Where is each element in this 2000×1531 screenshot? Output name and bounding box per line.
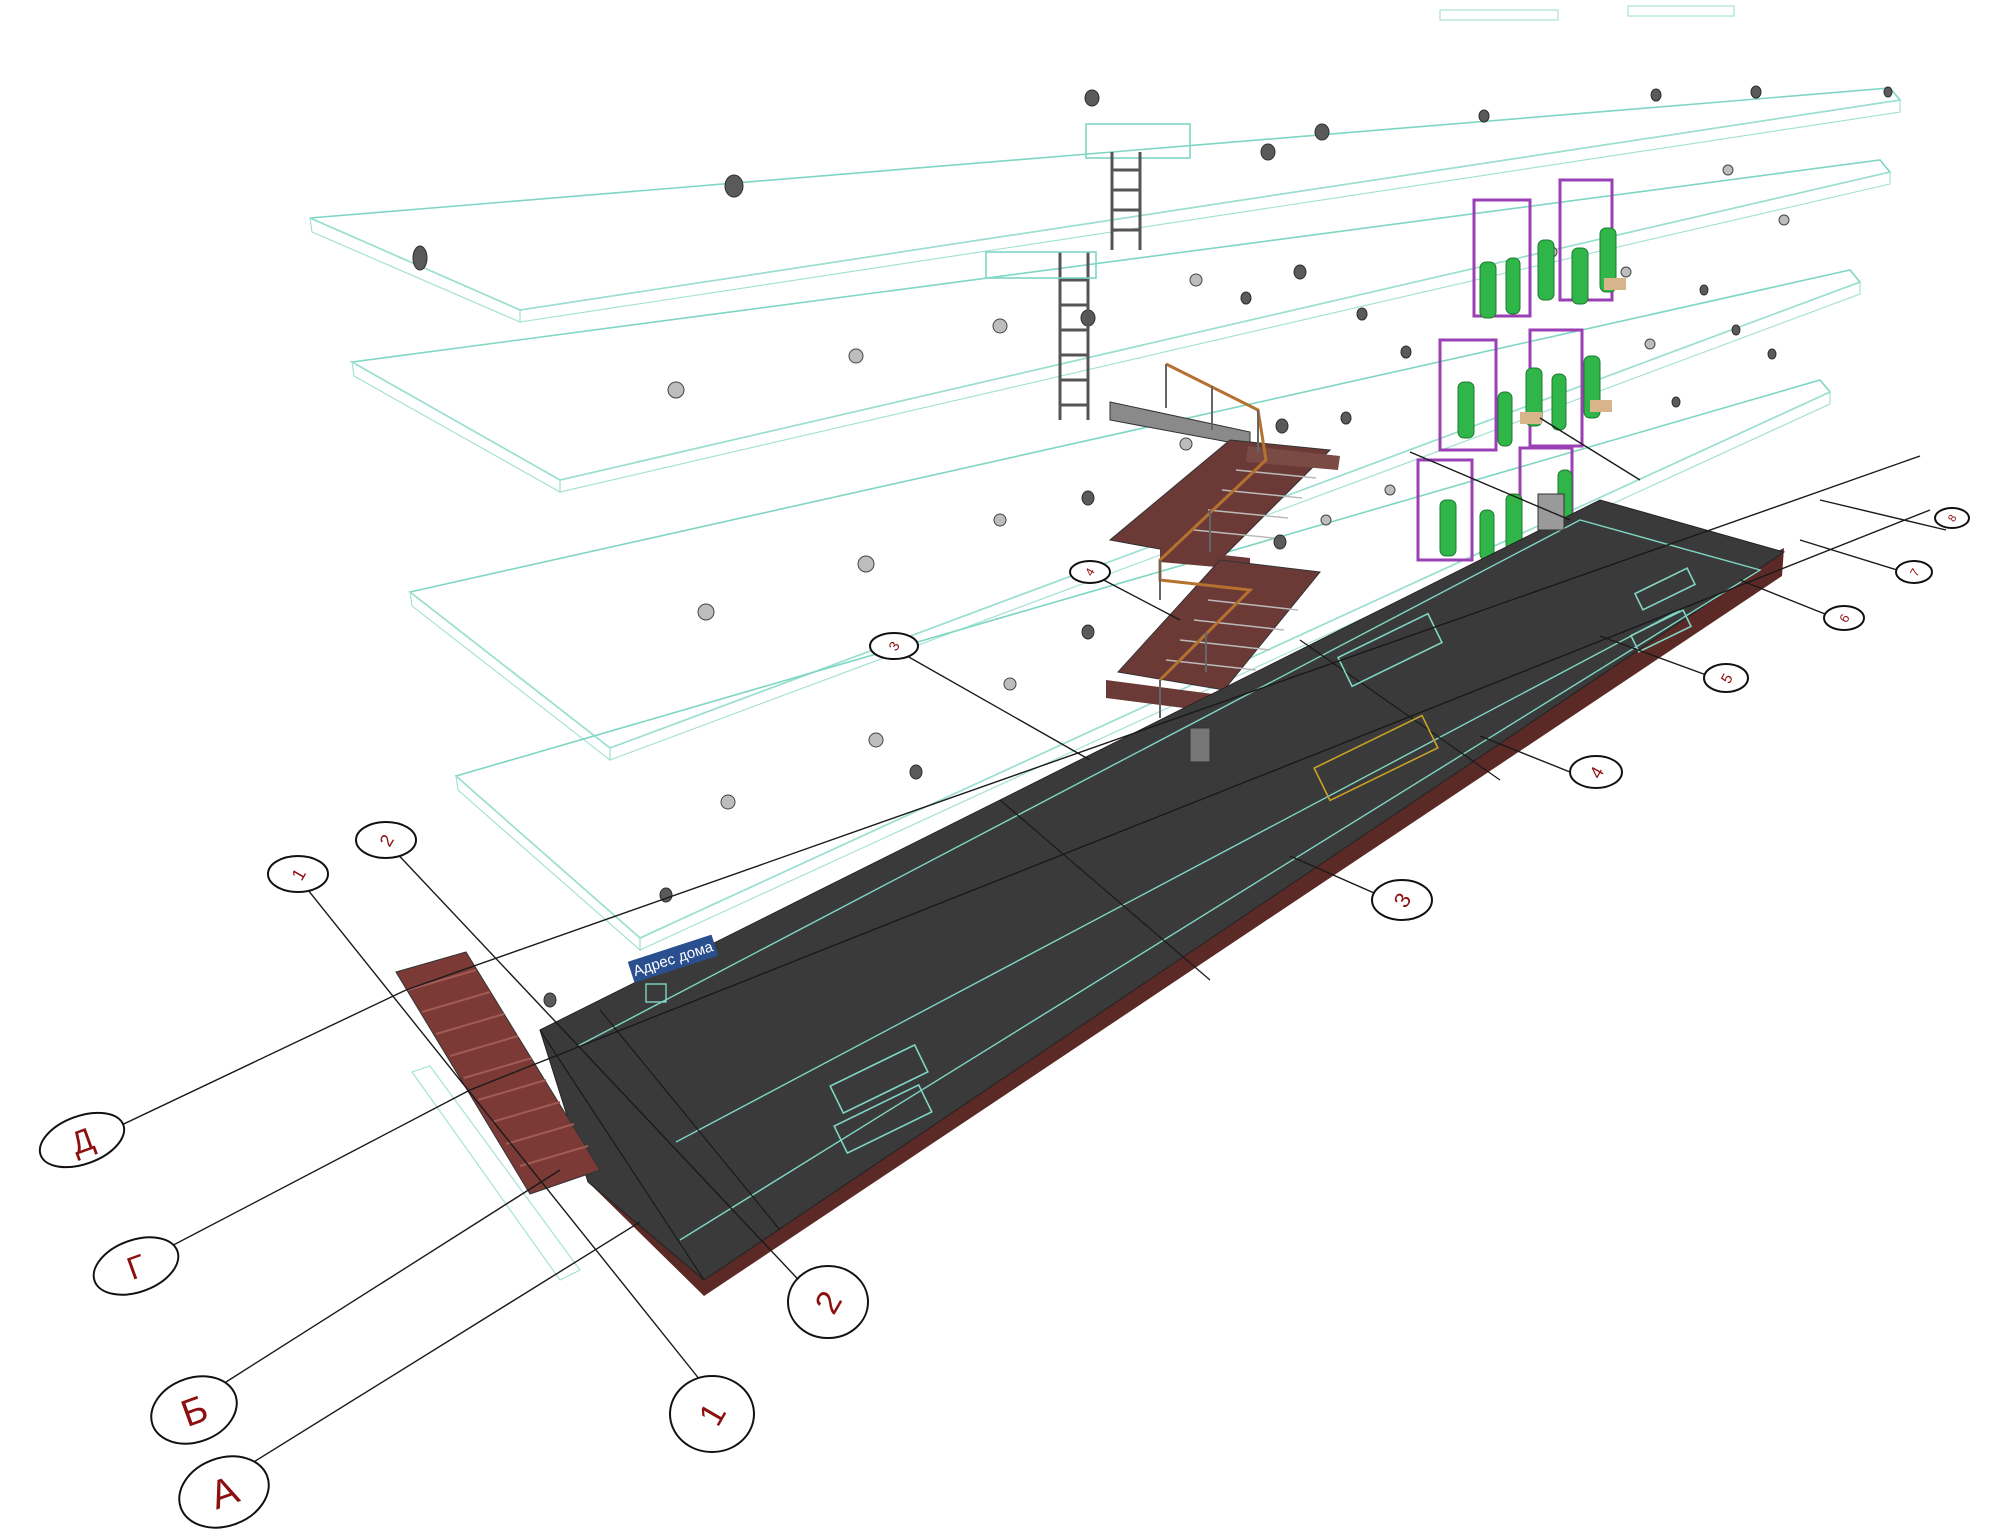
axis-bubble-6: 6 (1823, 605, 1865, 631)
slab-level-5 (309, 5, 1902, 323)
sign-wire-box (645, 983, 667, 1003)
axis-bubble-a: А (178, 1455, 270, 1529)
axis-bubble-4: 4 (1569, 755, 1623, 789)
back-axis-bubble-2: 2 (355, 821, 417, 859)
axis-bubble-d: Д (38, 1111, 126, 1169)
axis-bubble-8: 8 (1934, 507, 1970, 529)
axis-bubbles-letters: Д Г Б А (38, 1111, 270, 1529)
axis-leader-lines (89, 417, 1947, 1469)
slab-level-3 (408, 269, 1862, 762)
svg-text:8: 8 (1946, 513, 1959, 524)
back-axis-bubble-3: 3 (869, 632, 919, 660)
ceiling-lamps (412, 85, 1893, 1008)
slab-level-4 (349, 159, 1892, 493)
axis-bubble-b: Б (150, 1375, 238, 1445)
wireframe-slabs (309, 5, 1902, 1281)
axis-bubbles-back: 1 2 3 4 (267, 560, 1111, 893)
axis-bubble-5: 5 (1703, 663, 1749, 693)
floor-surface (539, 499, 1786, 1281)
slab-level-0 (411, 1065, 581, 1281)
people-frames (1416, 178, 1626, 562)
axis-bubble-g: Г (92, 1236, 180, 1296)
back-axis-bubble-4: 4 (1069, 560, 1111, 584)
entrance-steps (395, 951, 601, 1195)
axis-bubble-7: 7 (1895, 560, 1933, 584)
interior-staircase (1106, 362, 1340, 718)
back-axis-bubble-1: 1 (267, 855, 329, 893)
ground-floor-slab (539, 493, 1786, 1296)
axis-bubble-1: 1 (669, 1375, 755, 1453)
axis-bubble-3: 3 (1371, 879, 1433, 921)
slab-level-2 (454, 379, 1832, 952)
roof-ladder (985, 123, 1191, 420)
axis-bubble-2: 2 (787, 1265, 869, 1339)
axis-bubbles-numbers: 1 2 3 4 5 6 7 8 (669, 507, 1970, 1453)
